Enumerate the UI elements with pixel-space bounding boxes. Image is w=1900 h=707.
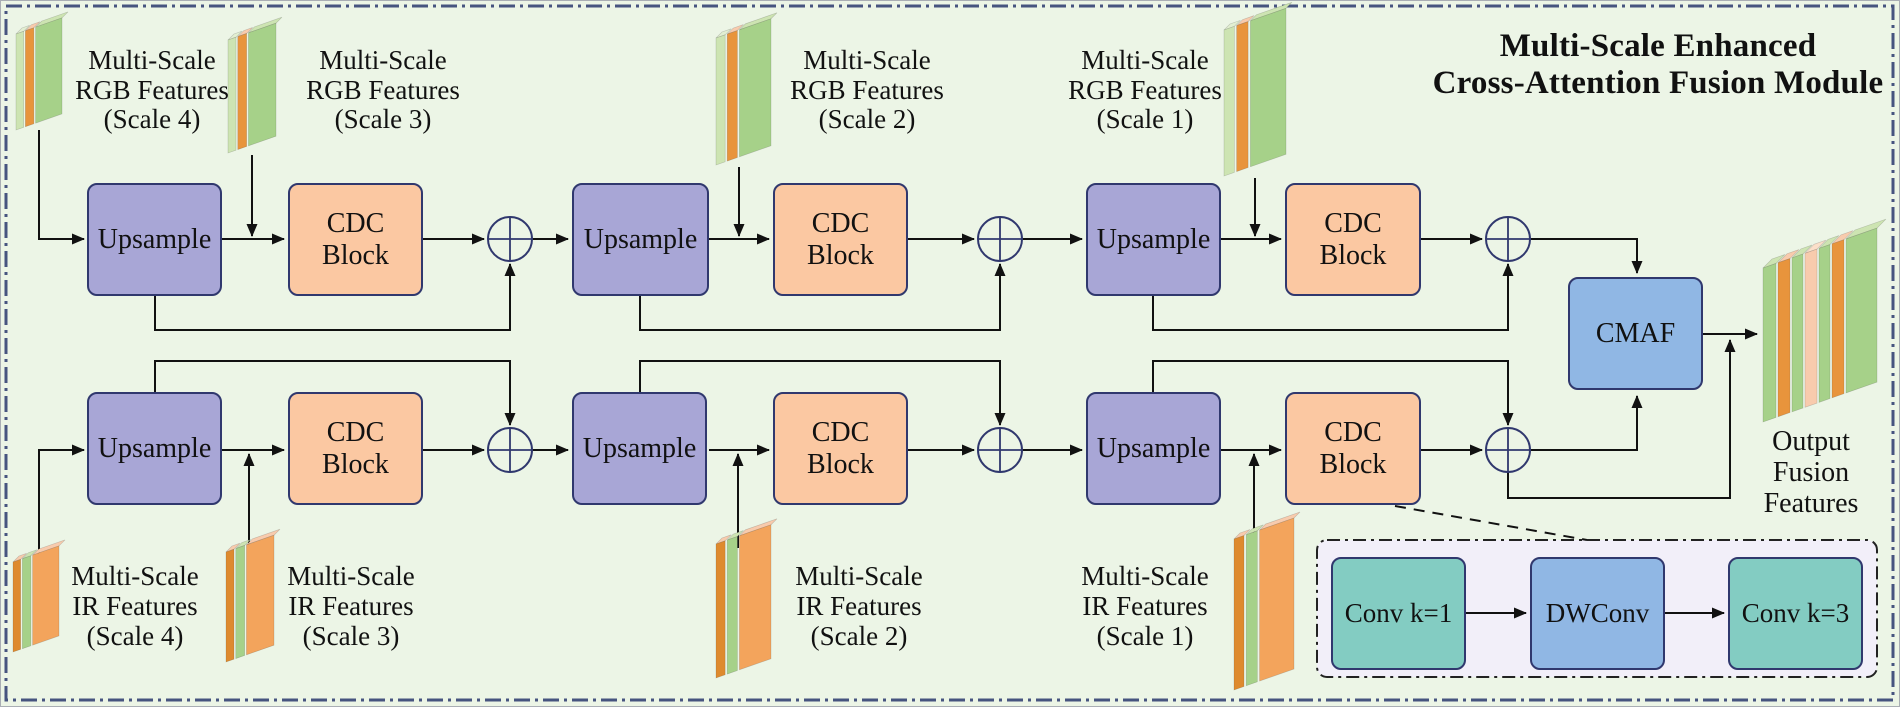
rgb-feature-stack-icon [15, 11, 69, 131]
add-circle-icon [1485, 216, 1531, 262]
block-label: CDC [811, 208, 870, 240]
upsample-block-rgb-2: Upsample [572, 183, 709, 296]
block-label: Block [322, 448, 389, 480]
block-label: DWConv [1545, 598, 1650, 629]
upsample-block-ir-1: Upsample [87, 392, 222, 505]
diagram-title: Multi-Scale Enhanced Cross-Attention Fus… [1398, 28, 1900, 102]
add-circle-icon [487, 427, 533, 473]
diagram-title-line2: Cross-Attention Fusion Module [1432, 65, 1884, 101]
rgb-feature-stack-icon [715, 12, 778, 166]
block-label: Conv k=1 [1344, 598, 1453, 629]
block-label: CDC [326, 208, 385, 240]
output-feature-stack-icon [1762, 218, 1887, 423]
add-circle-icon [977, 216, 1023, 262]
block-label: Upsample [1096, 432, 1211, 464]
block-label: CDC [1324, 208, 1382, 240]
block-label: CDC [1324, 417, 1382, 449]
add-circle-icon [1485, 427, 1531, 473]
add-circle-icon [487, 216, 533, 262]
upsample-block-ir-3: Upsample [1086, 392, 1221, 505]
conv-k3-block: Conv k=3 [1728, 557, 1863, 670]
block-label: Upsample [583, 223, 698, 255]
cmaf-block: CMAF [1568, 277, 1703, 390]
block-label: Upsample [1096, 223, 1211, 255]
upsample-block-rgb-1: Upsample [87, 183, 222, 296]
block-label: Conv k=3 [1741, 598, 1850, 629]
upsample-block-ir-2: Upsample [572, 392, 707, 505]
block-label: CDC [811, 417, 870, 449]
rgb-feature-stack-icon [1223, 2, 1293, 177]
figure-dash-border [4, 4, 1895, 702]
block-label: Block [322, 239, 389, 271]
block-label: Upsample [97, 223, 212, 255]
block-label: Upsample [582, 432, 697, 464]
block-label: Block [1319, 448, 1387, 480]
dwconv-block: DWConv [1530, 557, 1665, 670]
rgb-feature-stack-icon [227, 16, 283, 154]
block-label: Block [1319, 239, 1387, 271]
block-label: Upsample [97, 432, 212, 464]
add-circle-icon [977, 427, 1023, 473]
diagram-title-line1: Multi-Scale Enhanced [1499, 28, 1817, 64]
ir-feature-stack-icon [225, 528, 281, 663]
output-fusion-features-label: Output Fusion Features [1763, 426, 1859, 519]
ir-feature-stack-icon [715, 518, 778, 679]
block-label: Block [807, 448, 874, 480]
upsample-block-rgb-3: Upsample [1086, 183, 1221, 296]
ir-feature-stack-icon [12, 539, 66, 653]
block-label: CDC [326, 417, 385, 449]
block-label: CMAF [1595, 317, 1676, 349]
block-label: Block [807, 239, 874, 271]
ir-feature-stack-icon [1233, 511, 1301, 691]
conv-k1-block: Conv k=1 [1331, 557, 1466, 670]
